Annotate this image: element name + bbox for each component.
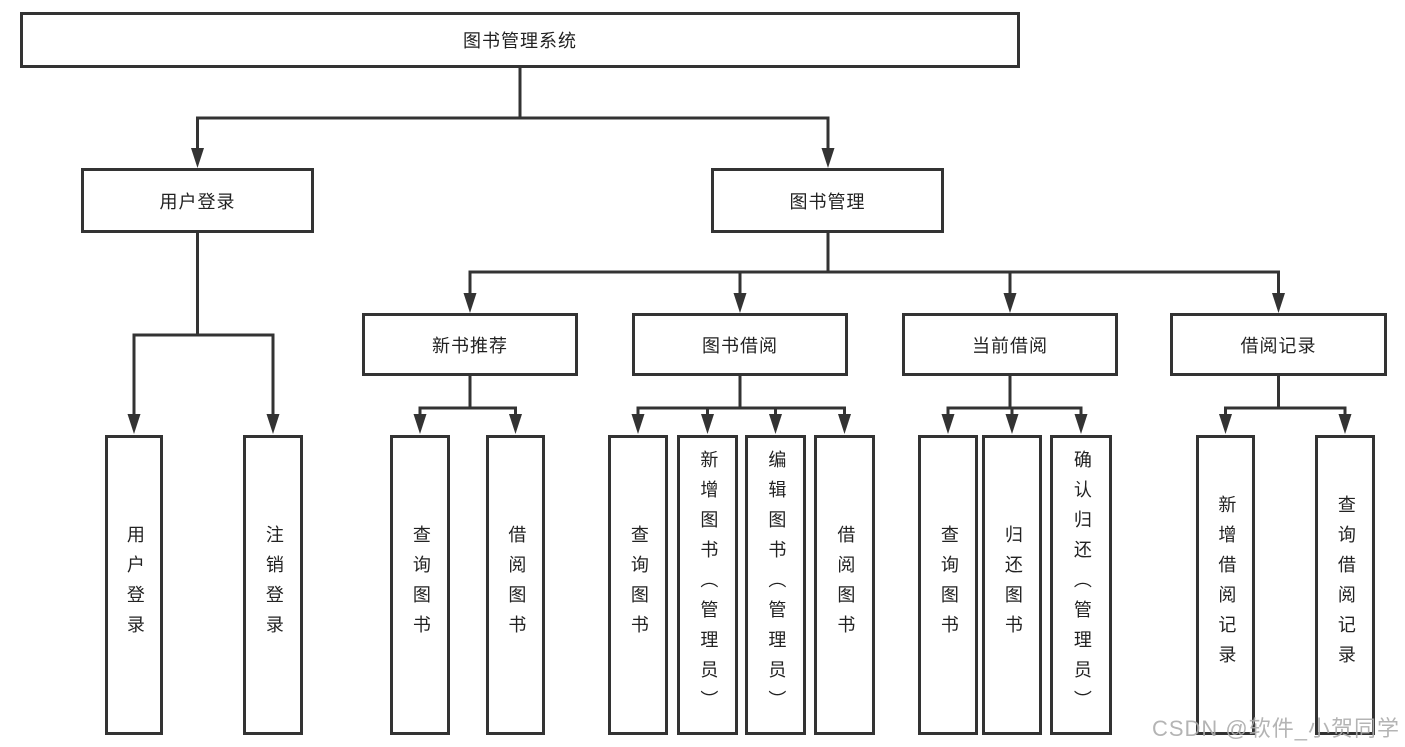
node-label: 查询图书 [938, 525, 959, 645]
node-label: 查询图书 [628, 525, 649, 645]
leaf-newbooks-query-books: 查询图书 [390, 435, 450, 735]
node-label: 图书管理 [789, 191, 866, 212]
node-current-borrowing: 当前借阅 [902, 313, 1118, 376]
node-label: 确认归还（管理员） [1071, 450, 1092, 720]
node-label: 图书管理系统 [463, 31, 577, 51]
node-label: 新书推荐 [432, 335, 508, 356]
node-label: 当前借阅 [972, 335, 1048, 356]
connector-new-books [413, 376, 522, 434]
node-label: 借阅图书 [506, 525, 527, 645]
node-label: 查询借阅记录 [1335, 495, 1356, 675]
node-label: 借阅记录 [1240, 335, 1317, 356]
node-label: 查询图书 [410, 525, 431, 645]
connector-book-borrowing [631, 376, 851, 434]
leaf-newbooks-borrow-books: 借阅图书 [486, 435, 545, 735]
connector-current-borrowing [941, 376, 1088, 434]
connector-borrowing-records [1219, 376, 1352, 434]
leaf-records-query-record: 查询借阅记录 [1315, 435, 1375, 735]
node-label: 图书借阅 [702, 335, 778, 356]
node-label: 新增图书（管理员） [698, 450, 719, 720]
node-book-borrowing: 图书借阅 [632, 313, 848, 376]
leaf-current-query-books: 查询图书 [918, 435, 978, 735]
node-label: 编辑图书（管理员） [766, 450, 787, 720]
leaf-borrowing-query-books: 查询图书 [608, 435, 668, 735]
node-user-login: 用户登录 [81, 168, 314, 233]
leaf-records-add-record: 新增借阅记录 [1196, 435, 1255, 735]
node-label: 注销登录 [263, 525, 284, 645]
leaf-borrowing-borrow-books: 借阅图书 [814, 435, 875, 735]
leaf-logout: 注销登录 [243, 435, 303, 735]
node-label: 用户登录 [159, 191, 236, 212]
leaf-borrowing-edit-books-admin: 编辑图书（管理员） [745, 435, 806, 735]
leaf-current-return-books: 归还图书 [982, 435, 1042, 735]
node-book-management: 图书管理 [711, 168, 944, 233]
node-new-book-recommend: 新书推荐 [362, 313, 578, 376]
connector-root [191, 68, 835, 168]
node-label: 用户登录 [124, 525, 145, 645]
connector-book-management [463, 233, 1285, 313]
node-root: 图书管理系统 [20, 12, 1020, 68]
node-borrowing-records: 借阅记录 [1170, 313, 1387, 376]
leaf-borrowing-add-books-admin: 新增图书（管理员） [677, 435, 738, 735]
leaf-current-confirm-return-admin: 确认归还（管理员） [1050, 435, 1112, 735]
leaf-user-login: 用户登录 [105, 435, 163, 735]
csdn-watermark: CSDN @软件_小贺同学 [1151, 716, 1400, 741]
node-label: 归还图书 [1002, 525, 1023, 645]
node-label: 借阅图书 [835, 525, 856, 645]
connector-user-login [127, 233, 280, 434]
node-label: 新增借阅记录 [1216, 495, 1237, 675]
